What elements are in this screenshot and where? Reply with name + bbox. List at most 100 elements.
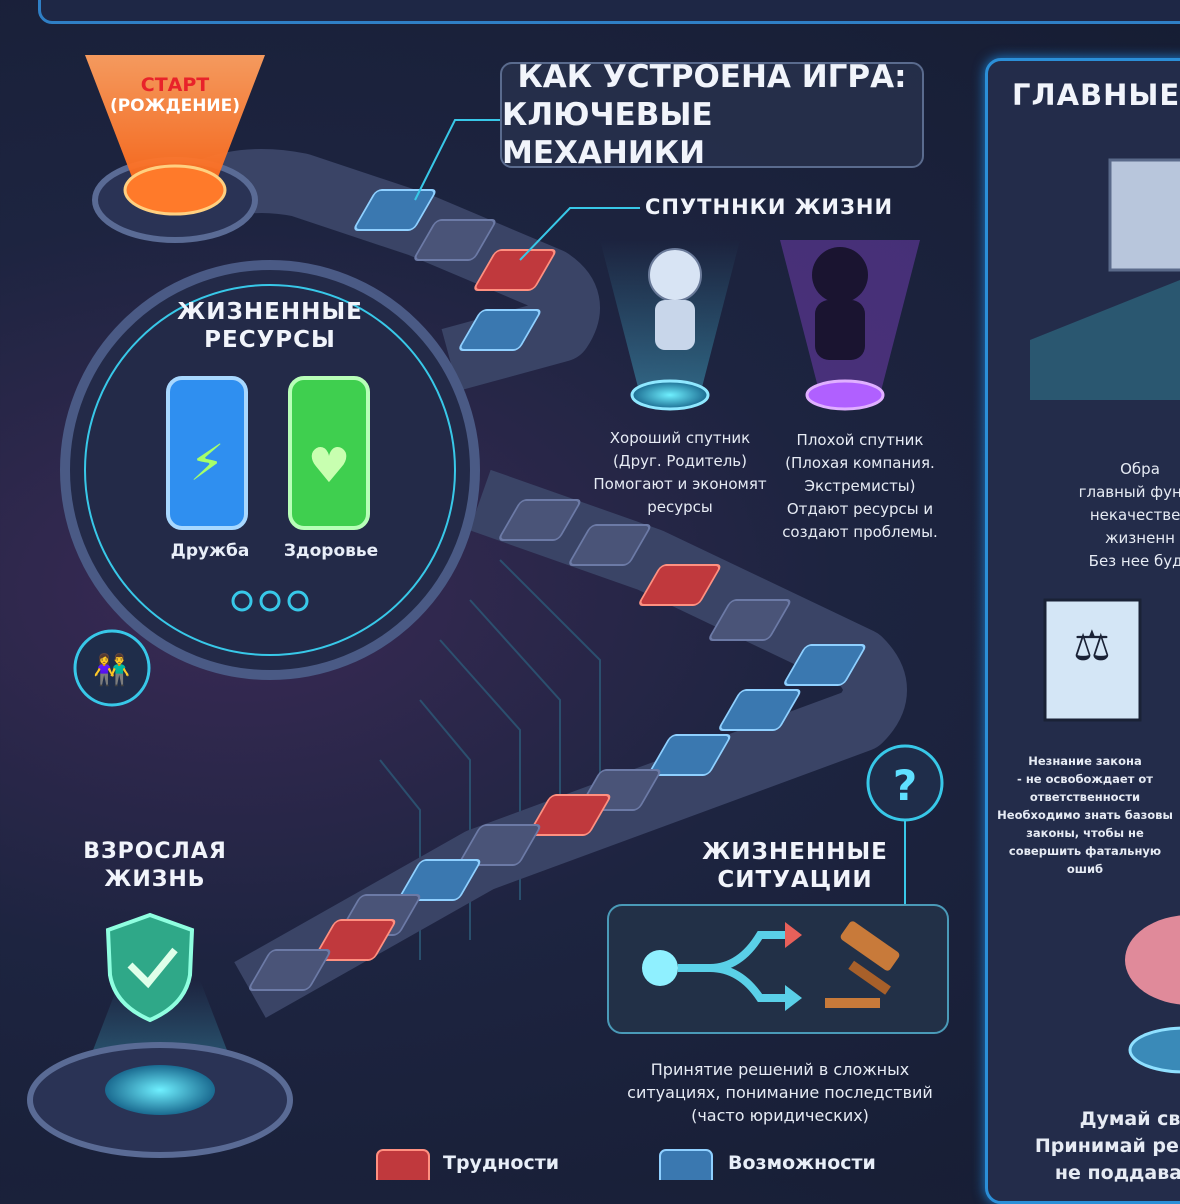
text-line: совершить фатальную ошиб	[1008, 844, 1162, 876]
situations-title: ЖИЗНЕННЫЕ СИТУАЦИИ	[690, 838, 900, 894]
board-tile	[709, 599, 791, 641]
end-pad	[105, 1065, 215, 1115]
resource-friendship-label: Дружба	[170, 541, 250, 561]
text-line: Думай св	[1079, 1108, 1180, 1130]
header-line2: КЛЮЧЕВЫЕ МЕХАНИКИ	[502, 97, 713, 171]
board-tile	[414, 219, 496, 261]
start-subtitle: (РОЖДЕНИЕ)	[109, 96, 241, 116]
text-line: Помогают и экономят	[593, 475, 767, 493]
friendship-battery	[166, 376, 248, 530]
text-line: Без нее буду	[1088, 552, 1180, 570]
board-tile	[499, 499, 581, 541]
text-line: ситуациях, понимание последствий	[627, 1083, 933, 1102]
board-tile	[569, 524, 651, 566]
think-text: Думай св Принимай решен не поддавать	[1000, 1106, 1180, 1187]
difficulty-tile	[639, 564, 721, 606]
resources-ring	[60, 260, 480, 680]
friends-glyph: 👫	[93, 652, 130, 688]
text-line: (Друг. Родитель)	[613, 452, 747, 470]
companions-title: СПУТННКИ ЖИЗНИ	[645, 195, 894, 219]
check-mark	[127, 947, 178, 989]
opportunity-tile	[719, 689, 801, 731]
arrow-head-icon	[785, 922, 802, 948]
right-panel	[985, 58, 1180, 1204]
bad-companion-pad	[805, 379, 885, 411]
text-line: Плохой спутник	[796, 431, 924, 449]
resources-title-line2: РЕСУРСЫ	[204, 327, 336, 353]
resources-title: ЖИЗНЕННЫЕ РЕСУРСЫ	[160, 298, 380, 354]
lightning-icon: ⚡	[189, 434, 224, 492]
good-companion-pad	[630, 379, 710, 411]
start-beam	[85, 55, 265, 185]
start-title: СТАРТ	[140, 74, 210, 96]
text-line: Экстремисты)	[804, 477, 916, 495]
text-line: главный фунда	[1078, 483, 1180, 501]
text-line: Незнание закона	[1028, 754, 1142, 768]
text-line: Необходимо знать базовы	[997, 808, 1173, 822]
opportunity-tile	[354, 189, 436, 231]
end-label: ВЗРОСЛАЯ ЖИЗНЬ	[60, 838, 250, 894]
board-tile	[249, 949, 331, 991]
connector-line	[519, 207, 640, 261]
text-line: Отдают ресурсы и	[786, 500, 934, 518]
text-line: создают проблемы.	[782, 523, 938, 541]
fork-arrows-icon	[678, 931, 790, 1002]
opportunity-tile	[784, 644, 866, 686]
decision-node-icon	[642, 950, 678, 986]
text-line: (Плохая компания.	[785, 454, 935, 472]
legend-difficulty-swatch	[376, 1149, 430, 1180]
start-label: СТАРТ (РОЖДЕНИЕ)	[85, 74, 265, 116]
robot-icon	[648, 248, 702, 302]
section-header: КАК УСТРОЕНА ИГРА: КЛЮЧЕВЫЕ МЕХАНИКИ	[500, 59, 924, 171]
header-line1: КАК УСТРОЕНА ИГРА:	[517, 59, 907, 95]
difficulty-tile	[314, 919, 396, 961]
text-line: законы, чтобы не	[1026, 826, 1144, 840]
bad-companion-text: Плохой спутник (Плохая компания. Экстремис…	[770, 429, 950, 544]
resource-tokens-icon	[231, 590, 309, 612]
board-tile	[459, 824, 541, 866]
text-line: Принимай решен	[1034, 1135, 1180, 1157]
robot-body	[655, 300, 695, 350]
text-line: жизненн	[1105, 529, 1175, 547]
friends-icon	[73, 629, 151, 707]
text-line: (часто юридических)	[691, 1106, 869, 1125]
difficulty-tile	[529, 794, 611, 836]
situations-text: Принятие решений в сложных ситуациях, пон…	[600, 1058, 960, 1127]
right-panel-title: ГЛАВНЫЕ У	[1012, 78, 1180, 112]
end-label-line1: ВЗРОСЛАЯ	[83, 839, 227, 864]
question-glyph: ?	[893, 761, 917, 810]
legend-opportunities: Возможности	[728, 1152, 876, 1174]
text-line: - не освобождает от	[1017, 772, 1153, 786]
resource-health-label: Здоровье	[283, 541, 379, 561]
opportunity-tile	[459, 309, 541, 351]
gavel-icon	[825, 921, 900, 1008]
difficulty-tile	[474, 249, 556, 291]
connector-line	[414, 119, 500, 201]
shield-check-icon	[105, 912, 195, 1023]
top-banner-frame	[38, 0, 1180, 24]
legend-opportunity-swatch	[659, 1149, 713, 1180]
text-line: Хороший спутник	[609, 429, 751, 447]
text-line: Принятие решений в сложных	[650, 1060, 910, 1079]
opportunity-tile	[399, 859, 481, 901]
text-line: ресурсы	[647, 498, 713, 516]
text-line: некачествен	[1089, 506, 1180, 524]
start-pad	[123, 164, 227, 216]
end-label-line2: ЖИЗНЬ	[104, 867, 206, 892]
legend-difficulties: Трудности	[443, 1152, 560, 1174]
resources-inner-ring	[84, 284, 456, 656]
situations-title-line1: ЖИЗНЕННЫЕ	[702, 839, 888, 865]
opportunity-tile	[649, 734, 731, 776]
text-line: ответственности	[1029, 790, 1141, 804]
heart-icon: ♥	[307, 438, 350, 494]
health-battery	[288, 376, 370, 530]
situations-title-line2: СИТУАЦИИ	[717, 867, 873, 893]
arrow-head-icon	[785, 985, 802, 1011]
text-line: не поддавать	[1054, 1162, 1180, 1184]
law-text: Незнание закона - не освобождает от ответс…	[995, 752, 1175, 878]
shadow-figure-icon	[812, 247, 868, 303]
text-line: Обра	[1120, 460, 1160, 478]
shadow-figure-body	[815, 300, 865, 360]
